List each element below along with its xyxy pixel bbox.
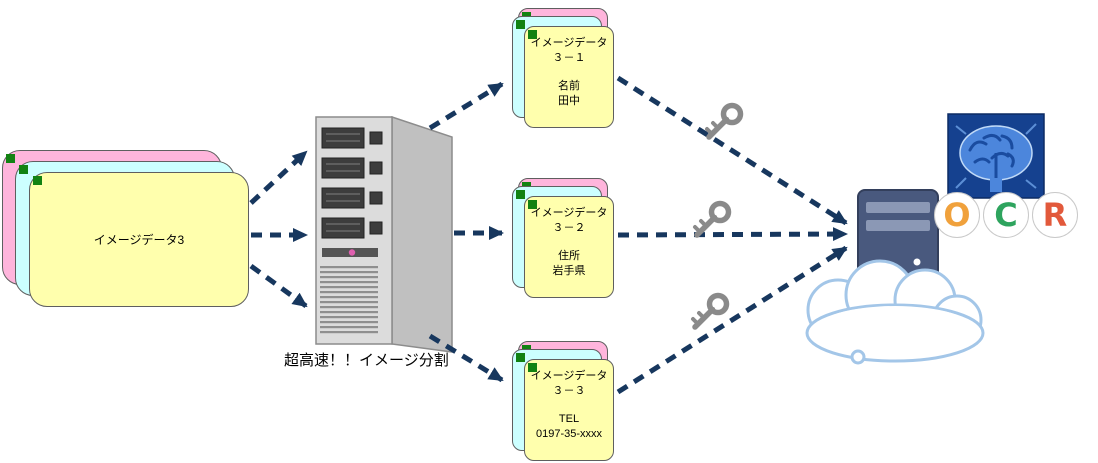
server-tower-illustration — [315, 115, 453, 353]
arrows-cards-to-ocr — [616, 75, 848, 395]
card-title: イメージデータ — [530, 370, 608, 382]
key-icon — [695, 204, 729, 236]
card-layer-yellow: イメージデータ ３－２ 住所 岩手県 — [524, 196, 614, 298]
corner-marker — [516, 20, 525, 29]
splitter-caption: 超高速！！イメージ分割 — [284, 352, 449, 369]
split-card-stack-2: イメージデータ ３－２ 住所 岩手県 — [512, 178, 632, 308]
ocr-letter-c: C — [983, 192, 1029, 238]
key-icon — [693, 296, 727, 328]
corner-marker — [6, 154, 15, 163]
card-value: 岩手県 — [552, 264, 586, 277]
card-value: 田中 — [558, 94, 580, 107]
card-field: 住所 — [558, 249, 580, 262]
corner-marker — [516, 190, 525, 199]
corner-marker — [528, 30, 537, 39]
brain-icon — [947, 113, 1045, 199]
card-title: イメージデータ — [530, 37, 608, 49]
corner-marker — [516, 353, 525, 362]
corner-marker — [528, 363, 537, 372]
card-value: 0197-35-xxxx — [535, 427, 603, 440]
card-number: ３－２ — [552, 221, 586, 234]
corner-marker — [528, 200, 537, 209]
card-layer-yellow: イメージデータ3 — [29, 172, 249, 307]
ocr-letter-o: O — [934, 192, 980, 238]
arrows-splitter-to-cards — [428, 81, 504, 383]
card-field: 名前 — [558, 79, 580, 92]
split-card-stack-1: イメージデータ ３－１ 名前 田中 — [512, 8, 632, 138]
corner-marker — [19, 165, 28, 174]
card-number: ３－１ — [552, 51, 586, 64]
cloud-icon — [805, 259, 985, 365]
card-field: TEL — [558, 412, 580, 425]
source-image-stack: イメージデータ3 — [2, 150, 262, 320]
card-title: イメージデータ — [530, 207, 608, 219]
source-stack-label: イメージデータ3 — [93, 233, 185, 247]
corner-marker — [33, 176, 42, 185]
key-icon — [707, 106, 741, 138]
ocr-letter-r: R — [1032, 192, 1078, 238]
card-layer-yellow: イメージデータ ３－１ 名前 田中 — [524, 26, 614, 128]
ocr-label: O C R — [934, 192, 1078, 238]
split-card-stack-3: イメージデータ ３－３ TEL 0197-35-xxxx — [512, 341, 632, 463]
card-number: ３－３ — [552, 384, 586, 397]
arrows-source-to-splitter — [249, 150, 308, 309]
card-layer-yellow: イメージデータ ３－３ TEL 0197-35-xxxx — [524, 359, 614, 461]
